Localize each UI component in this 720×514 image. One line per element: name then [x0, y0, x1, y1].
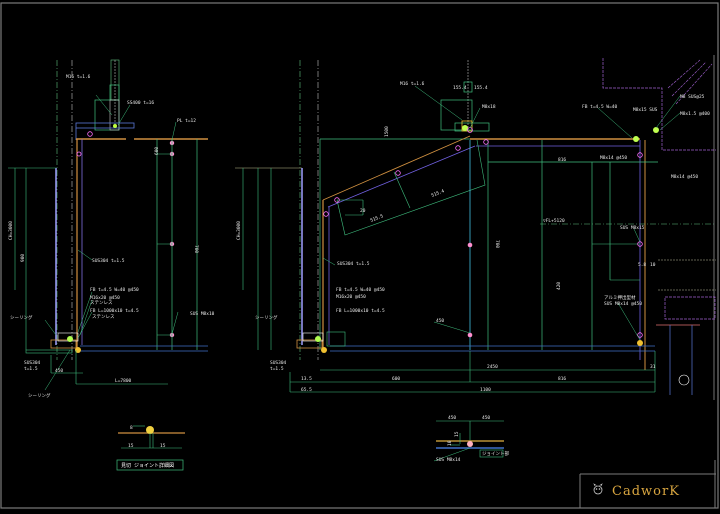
label: SS400 t=16 [127, 100, 154, 106]
label: 8 [130, 425, 133, 431]
label: SUS304 t=1.5 [92, 258, 125, 264]
label: 2450 [487, 364, 498, 370]
label: 515.4 [431, 188, 446, 199]
label: SUS304 [270, 360, 287, 366]
detail-tag-box [479, 449, 504, 458]
label: M8x14 @450 [671, 174, 698, 180]
label: SUS M8x14 @450 [604, 301, 642, 307]
label: t=1.5 [270, 366, 284, 372]
label: アルミ押出型材 [604, 294, 636, 301]
left-section: M16 t=1.6 SS400 t=16 PL t=12 CH=3000 900… [8, 59, 215, 399]
label: M16x20 @450 [90, 295, 120, 301]
label: PL t=12 [177, 118, 196, 124]
label: 515.5 [370, 213, 385, 224]
label: ジョイント部 [482, 450, 509, 457]
label: 1500 [384, 126, 390, 137]
label: M8x15 SUS [633, 107, 658, 113]
label: 450 [55, 368, 63, 374]
label: ▽FL+5120 [543, 218, 565, 224]
label: SUS M8x10 [190, 311, 215, 317]
label: M8 SUS@25 [680, 94, 705, 100]
label: M8x18 [482, 104, 496, 110]
label: 816 [558, 157, 566, 163]
title-block: CadworK [579, 460, 716, 508]
label: M16 t=1.6 [66, 74, 91, 80]
label: 600 [154, 147, 160, 155]
label: 450 [482, 415, 490, 421]
detail-caption: 見切 ジョイント詳細図 [121, 462, 174, 469]
detail-caption-box [116, 459, 184, 471]
label: M8x14 @450 [600, 155, 627, 161]
label: ステンレス [90, 300, 113, 306]
label: 900 [20, 254, 26, 262]
label: M16x20 @450 [336, 294, 366, 300]
north-symbol-icon [678, 374, 690, 386]
label: 700 [494, 240, 500, 248]
label: FB L=1000x10 t=4.5 [90, 308, 139, 314]
label: SUS304 t=1.5 [337, 261, 370, 267]
label: 15 [454, 431, 460, 437]
label: M8x1.5 @400 [680, 111, 710, 117]
label: 450 [436, 318, 444, 324]
label: シーリング [255, 314, 278, 321]
label: SUS304 [24, 360, 41, 366]
label: 15 [160, 443, 166, 449]
label: 155.4 [474, 85, 488, 91]
detail-joint-right: 450 450 15 10 SUS M8x14 ジョイント部 [433, 415, 509, 463]
label: 10 [447, 440, 453, 446]
brand-logo: CadworK [612, 484, 680, 499]
label: L=7800 [115, 378, 132, 384]
label: 65.5 [301, 387, 312, 393]
label: 700 [193, 245, 199, 253]
label: SUS M8x15 [620, 225, 645, 231]
cadwork-logo-icon [593, 483, 603, 495]
label: t=1.5 [24, 366, 38, 372]
label: シーリング [10, 314, 33, 321]
label: FB t=4.5 W=40 [582, 104, 618, 110]
right-section: M16 t=1.6 155.4 155.4 M8x18 1500 515.5 5… [235, 55, 716, 400]
label: M16 t=1.6 [400, 81, 425, 87]
label: 5.8 [638, 262, 646, 268]
label: シーリング [28, 392, 51, 399]
label: 420 [556, 282, 562, 290]
label: FB L=1000x10 t=4.5 [336, 308, 385, 314]
label: 816 [558, 376, 566, 382]
label: 15 [128, 443, 134, 449]
label: 1100 [480, 387, 491, 393]
label: 31 [650, 364, 656, 370]
label: ステンレス [92, 314, 115, 320]
label: SUS M8x14 [436, 457, 461, 463]
label: 600 [392, 376, 400, 382]
label: 20 [360, 208, 366, 214]
label: 13.5 [301, 376, 312, 382]
label: CH=3000 [236, 221, 242, 240]
label: 155.4 [453, 85, 467, 91]
label: FB t=4.5 W=40 @450 [90, 287, 139, 293]
label: 450 [448, 415, 456, 421]
label: FB t=4.5 W=40 @450 [336, 287, 385, 293]
label: CH=3000 [8, 221, 14, 240]
detail-joint-left: 8 15 15 見切 ジョイント詳細図 [116, 425, 185, 471]
label: 10 [650, 262, 656, 268]
